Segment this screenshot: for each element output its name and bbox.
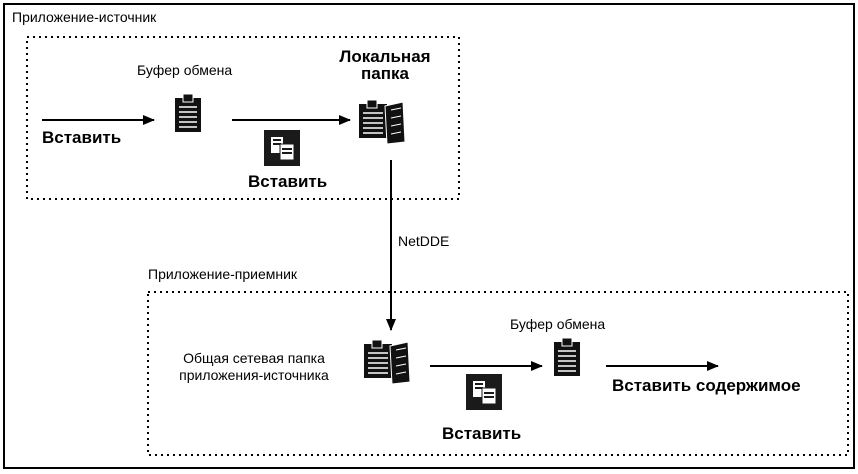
shared-folder-label: Общая сетевая папка приложения-источника xyxy=(179,350,329,383)
target-app-title: Приложение-приемник xyxy=(148,266,298,282)
source-clipboard-label: Буфер обмена xyxy=(137,62,233,78)
diagram-frame xyxy=(3,3,855,469)
target-clipboard-icon xyxy=(553,337,581,377)
target-paste-icon xyxy=(465,373,503,411)
target-app-region xyxy=(147,291,849,456)
target-paste-label: Вставить xyxy=(442,424,522,443)
source-app-title: Приложение-источник xyxy=(12,9,157,25)
source-paste-icon xyxy=(263,129,301,167)
netdde-label: NetDDE xyxy=(398,233,450,249)
insert-contents-label: Вставить содержимое xyxy=(612,376,801,395)
local-folder-label: Локальная папка xyxy=(339,47,431,83)
source-paste-label: Вставить xyxy=(248,172,328,191)
local-folder-icon xyxy=(358,99,406,145)
source-insert-label: Вставить xyxy=(42,128,122,147)
source-clipboard-icon xyxy=(174,93,202,133)
shared-folder-icon xyxy=(363,339,411,385)
source-app-region xyxy=(26,36,460,200)
target-clipboard-label: Буфер обмена xyxy=(510,316,606,332)
